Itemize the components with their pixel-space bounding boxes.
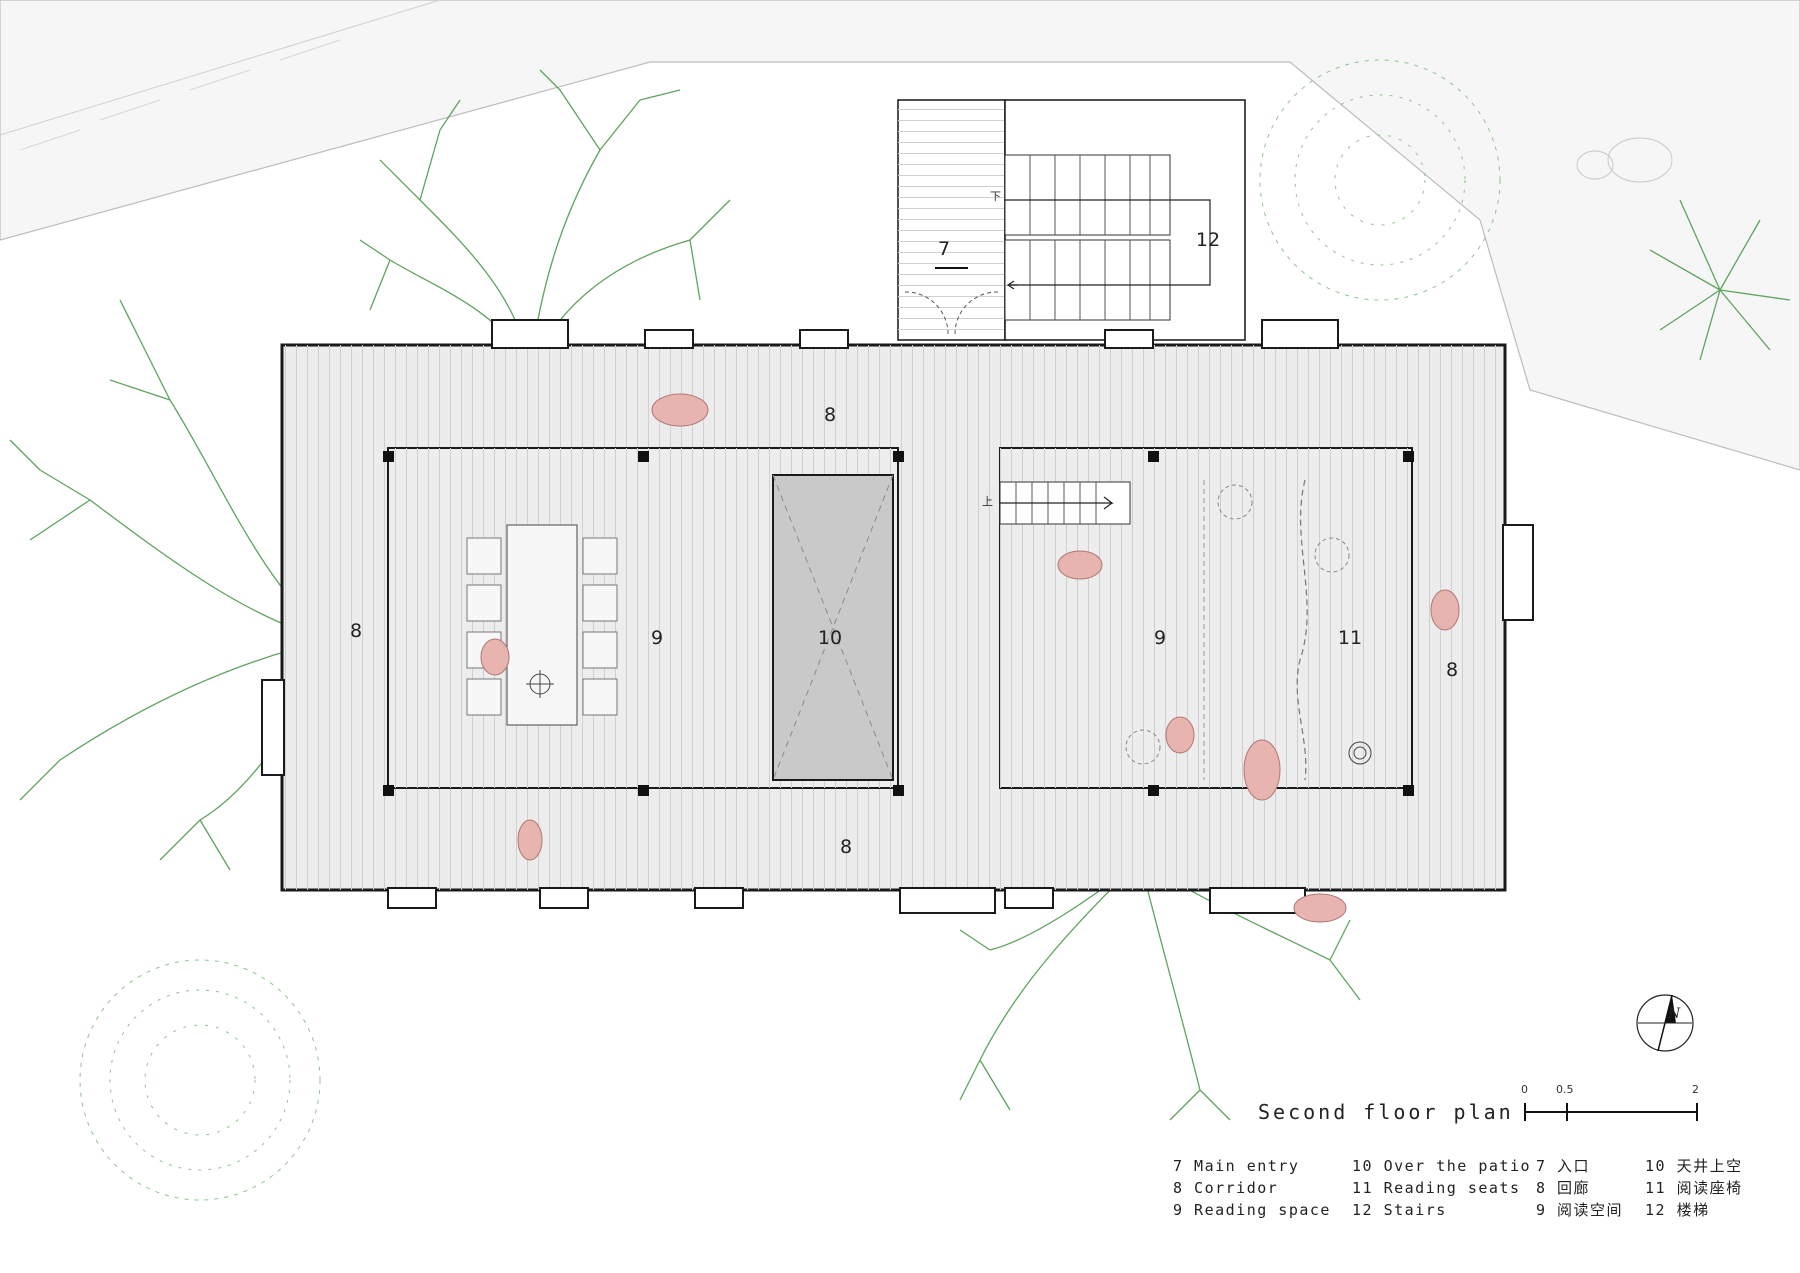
stair-mark-down: 下 [990,190,1001,203]
legend-item: 11 阅读座椅 [1645,1179,1743,1197]
legend-item: 9 阅读空间 [1536,1201,1624,1219]
north-arrow-icon [1636,994,1694,1052]
label-patio: 10 [818,627,842,649]
legend-english-col2: 10 Over the patio 11 Reading seats 12 St… [1352,1155,1531,1221]
legend-item: 7 入口 [1536,1157,1591,1175]
legend-item: 7 Main entry [1173,1157,1300,1175]
label-reading-right: 9 [1154,627,1166,649]
label-corridor-left: 8 [350,620,362,642]
entry-bridge [897,99,1006,341]
scale-tick-2: 2 [1692,1083,1699,1096]
label-corridor-top: 8 [824,404,836,426]
drawing-title: Second floor plan [1258,1100,1514,1124]
room-labels: 7 12 8 8 9 10 9 11 8 8 下 上 [350,190,1458,858]
legend-chinese-col1: 7 入口 8 回廊 9 阅读空间 [1536,1155,1623,1221]
scale-tick-0: 0 [1521,1083,1528,1096]
scale-bar [1524,1103,1698,1121]
reading-table [466,524,618,726]
label-reading-seats: 11 [1338,627,1362,649]
label-stairs: 12 [1196,229,1220,251]
tree-east [1649,199,1791,361]
legend-chinese-col2: 10 天井上空 11 阅读座椅 12 楼梯 [1645,1155,1743,1221]
structural-columns [383,451,1414,796]
reading-room-right [999,447,1413,789]
shrub-southwest [79,959,321,1201]
label-main-entry: 7 [938,238,950,260]
perimeter-windows [261,319,1534,914]
legend-item: 8 回廊 [1536,1179,1591,1197]
scale-tick-0-5: 0.5 [1556,1083,1574,1096]
legend-item: 9 Reading space [1173,1201,1331,1219]
legend-item: 12 Stairs [1352,1201,1447,1219]
interior-stair [999,481,1131,525]
legend-item: 10 Over the patio [1352,1157,1532,1175]
north-label: N [1668,1006,1681,1022]
label-corridor-right: 8 [1446,659,1458,681]
patio-void [772,474,894,781]
reading-seats-area [1125,479,1372,781]
legend-item: 11 Reading seats [1352,1179,1521,1197]
shrub-northeast [1259,59,1501,301]
label-reading-left: 9 [651,627,663,649]
site-terrain [0,0,1800,471]
legend-item: 10 天井上空 [1645,1157,1743,1175]
stair-mark-up: 上 [982,495,993,508]
people-figures [480,393,1460,923]
legend-item: 12 楼梯 [1645,1201,1710,1219]
label-corridor-bottom: 8 [840,836,852,858]
tree-canopy-west [9,299,331,871]
stair-enclosure [1004,99,1246,341]
legend-item: 8 Corridor [1173,1179,1279,1197]
legend-english-col1: 7 Main entry 8 Corridor 9 Reading space [1173,1155,1331,1221]
